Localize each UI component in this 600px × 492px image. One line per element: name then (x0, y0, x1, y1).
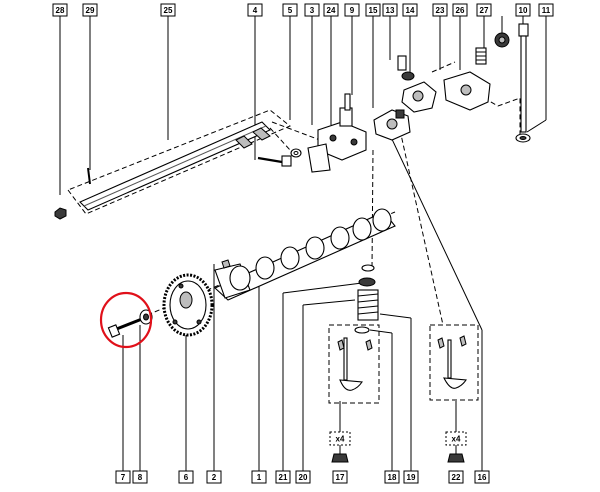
part-9-stud (344, 93, 351, 111)
callout-box (206, 470, 222, 484)
part-1-camshaft (214, 208, 396, 301)
callout-box (82, 3, 98, 17)
callout-box (247, 3, 263, 17)
callout-number: 1 (257, 473, 262, 482)
callout-row-top: 28 29 25 4 5 3 24 9 15 13 14 23 26 27 10 11 (52, 3, 554, 17)
callout-number: 23 (436, 6, 445, 15)
multiplier-x4-right: x4 (445, 431, 467, 446)
part-13-14-adjuster (397, 55, 437, 113)
multiplier-x4-left: x4 (329, 431, 351, 446)
callout-box (432, 3, 448, 17)
part-28-nut (54, 207, 67, 220)
callout-number: 21 (279, 473, 288, 482)
callout-box (538, 3, 554, 17)
part-3-24-rocker-bracket (307, 107, 367, 173)
part-23-26-rocker (443, 47, 491, 111)
callout-box (402, 3, 418, 17)
callout-number: 29 (86, 6, 95, 15)
callout-number: 27 (480, 6, 489, 15)
callout-box (52, 3, 68, 17)
part-27-cap (494, 32, 510, 48)
callout-box (452, 3, 468, 17)
intake-valve (337, 337, 373, 391)
callout-box (115, 470, 131, 484)
callout-box (384, 470, 400, 484)
callout-number: 10 (519, 6, 528, 15)
callout-number: 18 (388, 473, 397, 482)
callout-number: 14 (406, 6, 415, 15)
callout-box (332, 470, 348, 484)
part-17-collet (331, 453, 349, 463)
callout-box (178, 470, 194, 484)
callout-number: 16 (478, 473, 487, 482)
callout-box (448, 470, 464, 484)
callout-box (365, 3, 381, 17)
part-4-bolt (257, 155, 292, 167)
callout-box (476, 3, 492, 17)
part-7-8-bolt-washer (107, 309, 153, 338)
callout-number: 19 (407, 473, 416, 482)
callout-number: 2 (212, 473, 217, 482)
dashed-group-outlines (67, 61, 521, 404)
exhaust-valve (437, 335, 467, 389)
part-29-pin (87, 167, 91, 185)
part-10-pushrod (518, 23, 529, 133)
callout-box (515, 3, 531, 17)
callout-number: 24 (327, 6, 336, 15)
highlight-circle (99, 291, 153, 349)
part-6-cam-gear (162, 273, 214, 337)
callout-box (304, 3, 320, 17)
callout-number: 28 (56, 6, 65, 15)
callout-number: 25 (164, 6, 173, 15)
part-18-21-valve-spring (354, 264, 379, 334)
part-25-rocker-shaft (79, 121, 271, 211)
callout-box (474, 470, 490, 484)
part-22-collet (447, 453, 465, 463)
callout-number: 26 (456, 6, 465, 15)
callout-number: 9 (350, 6, 355, 15)
multiplier-x4-right-text: x4 (452, 435, 461, 444)
multiplier-x4-left-text: x4 (336, 435, 345, 444)
callout-box (132, 470, 148, 484)
callout-number: 17 (336, 473, 345, 482)
part-2-key (221, 259, 231, 269)
callout-number: 20 (299, 473, 308, 482)
callout-number: 8 (138, 473, 143, 482)
callout-box (382, 3, 398, 17)
part-11-washer (515, 133, 531, 143)
callout-number: 22 (452, 473, 461, 482)
callout-box (160, 3, 176, 17)
callout-number: 15 (369, 6, 378, 15)
callout-box (403, 470, 419, 484)
part-15-rocker-arm (373, 109, 411, 141)
callout-box (344, 3, 360, 17)
callout-box (282, 3, 298, 17)
callout-box (251, 470, 267, 484)
callout-number: 6 (184, 473, 189, 482)
callout-number: 3 (310, 6, 315, 15)
callout-number: 13 (386, 6, 395, 15)
part-5-washer (290, 148, 302, 158)
leader-lines (59, 16, 547, 475)
callout-number: 4 (253, 6, 258, 15)
callout-number: 7 (121, 473, 126, 482)
callout-number: 11 (542, 6, 551, 15)
callout-box (323, 3, 339, 17)
callout-number: 5 (288, 6, 293, 15)
callout-box (275, 470, 291, 484)
callout-box (295, 470, 311, 484)
